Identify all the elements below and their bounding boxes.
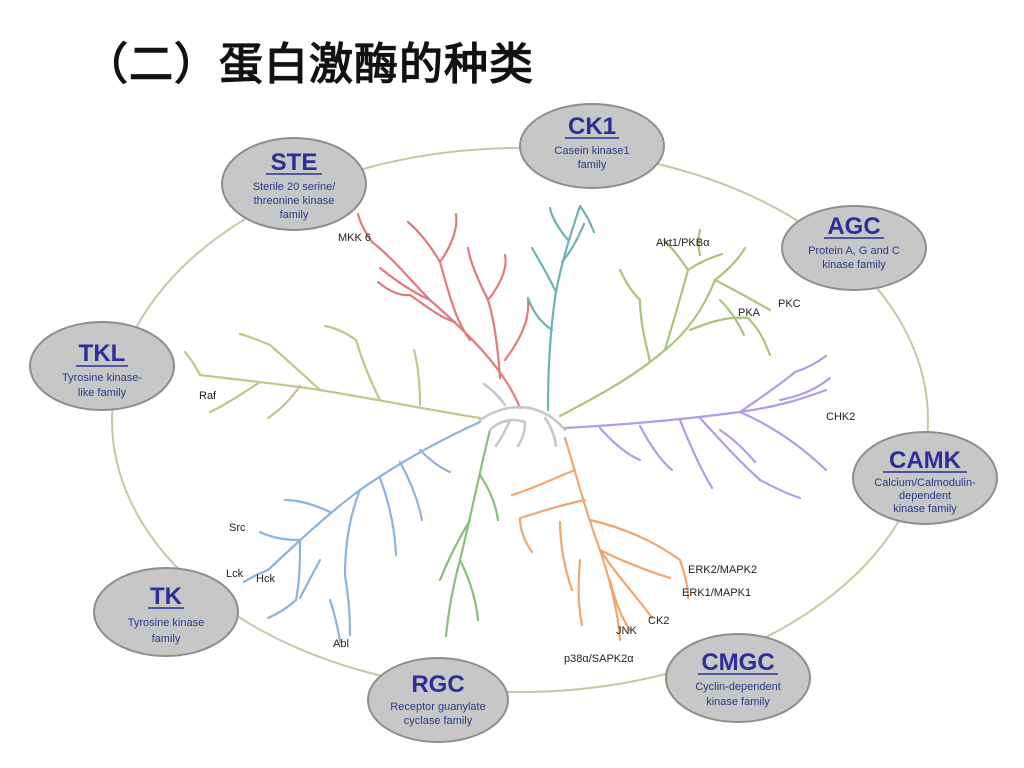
family-desc-line: Tyrosine kinase [128, 617, 204, 629]
family-bubble-cmgc: CMGC Cyclin-dependent kinase family [665, 633, 811, 723]
family-desc-line: Calcium/Calmodulin- [874, 477, 976, 489]
label-abl: Abl [333, 638, 349, 650]
bubble-shape [367, 657, 509, 743]
family-abbr: CMGC [701, 649, 774, 676]
family-desc-line: Receptor guanylate [390, 701, 485, 713]
kinase-tree-branches [183, 204, 832, 644]
label-akt1: Akt1/PKBα [656, 237, 710, 249]
kinase-labels: MKK 6 Akt1/PKBα PKA PKC CHK2 Raf Src Lck… [199, 232, 855, 665]
label-chk2: CHK2 [826, 411, 855, 423]
family-bubble-tk: TK Tyrosine kinase family [93, 567, 239, 657]
label-ck2: CK2 [648, 615, 669, 627]
family-abbr: TK [150, 583, 183, 610]
branch-ck1 [526, 204, 596, 412]
label-lck: Lck [226, 568, 244, 580]
family-desc-line: family [280, 209, 309, 221]
label-mkk6: MKK 6 [338, 232, 371, 244]
family-desc-line: Protein A, G and C [808, 245, 900, 257]
label-erk2: ERK2/MAPK2 [688, 564, 757, 576]
bubble-shape [781, 205, 927, 291]
family-desc-line: like family [78, 387, 127, 399]
bubble-shape [221, 137, 367, 231]
family-abbr: CAMK [889, 447, 962, 474]
family-desc-line: kinase family [706, 696, 770, 708]
branch-camk [563, 354, 832, 500]
family-bubbles: CK1 Casein kinase1 family AGC Protein A,… [29, 103, 998, 743]
family-bubble-camk: CAMK Calcium/Calmodulin- dependent kinas… [852, 431, 998, 525]
family-abbr: AGC [827, 213, 880, 240]
label-raf: Raf [199, 390, 217, 402]
branch-tkl [183, 324, 482, 420]
family-abbr: RGC [411, 671, 464, 698]
branch-agc [558, 228, 772, 418]
label-jnk: JNK [616, 625, 637, 637]
family-desc-line: family [152, 633, 181, 645]
label-pkc: PKC [778, 298, 801, 310]
family-desc-line: kinase family [822, 259, 886, 271]
label-p38: p38α/SAPK2α [564, 653, 634, 665]
page-title: （二）蛋白激酶的种类 [84, 39, 534, 90]
label-hck: Hck [256, 573, 275, 585]
bubble-shape [665, 633, 811, 723]
family-abbr: TKL [79, 340, 126, 367]
family-bubble-rgc: RGC Receptor guanylate cyclase family [367, 657, 509, 743]
label-src: Src [229, 522, 246, 534]
branch-tk [242, 420, 482, 644]
family-desc-line: Casein kinase1 [554, 145, 629, 157]
branch-ste [356, 212, 530, 410]
family-abbr: CK1 [568, 113, 616, 140]
family-desc-line: family [578, 159, 607, 171]
family-desc-line: threonine kinase [254, 195, 335, 207]
family-bubble-agc: AGC Protein A, G and C kinase family [781, 205, 927, 291]
family-desc-line: dependent [899, 490, 951, 502]
family-desc-line: Cyclin-dependent [695, 681, 781, 693]
label-pka: PKA [738, 307, 761, 319]
family-bubble-ck1: CK1 Casein kinase1 family [519, 103, 665, 189]
family-desc-line: Tyrosine kinase- [62, 372, 142, 384]
family-bubble-tkl: TKL Tyrosine kinase- like family [29, 321, 175, 411]
family-bubble-ste: STE Sterile 20 serine/ threonine kinase … [221, 137, 367, 231]
branch-core [478, 382, 567, 448]
family-desc-line: cyclase family [404, 715, 473, 727]
label-erk1: ERK1/MAPK1 [682, 587, 751, 599]
family-desc-line: Sterile 20 serine/ [253, 181, 336, 193]
family-abbr: STE [271, 149, 318, 176]
branch-rgc [438, 428, 500, 638]
bubble-shape [519, 103, 665, 189]
bubble-shape [852, 431, 998, 525]
family-desc-line: kinase family [893, 503, 957, 515]
branch-cmgc [510, 436, 690, 642]
bubble-shape [93, 567, 239, 657]
